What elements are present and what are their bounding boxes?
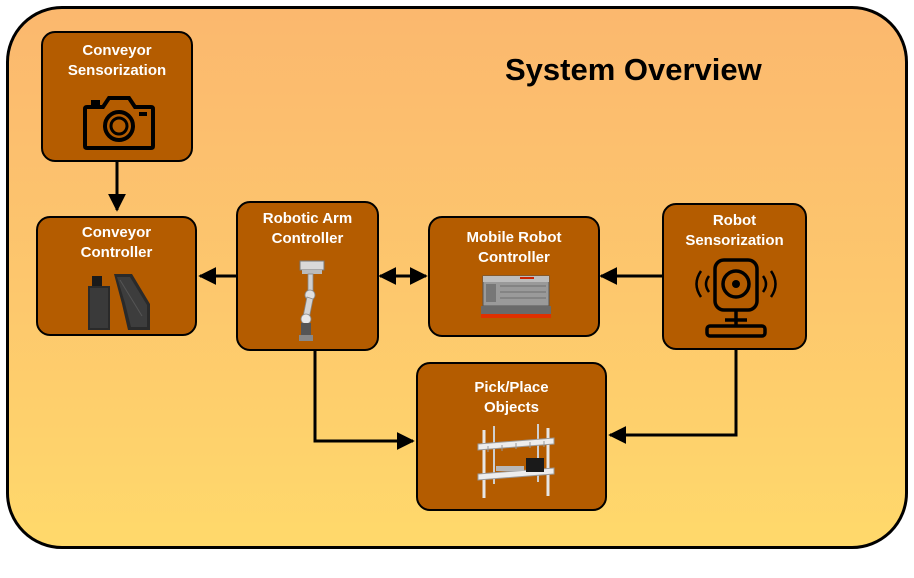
node-label: Pick/Place Objects bbox=[474, 379, 549, 416]
diagram-title: System Overview bbox=[505, 52, 762, 87]
node-mobile-robot-controller: Mobile Robot Controller bbox=[428, 216, 600, 337]
node-robotic-arm-controller: Robotic Arm Controller bbox=[236, 201, 379, 351]
camera-icon bbox=[83, 96, 155, 150]
edge-arm-to-pick-place bbox=[313, 351, 415, 450]
node-conveyor-controller: Conveyor Controller bbox=[36, 216, 197, 336]
robotic-arm-icon bbox=[299, 260, 325, 341]
mobile-robot-icon bbox=[481, 275, 551, 318]
conveyor-belt-icon bbox=[88, 274, 150, 330]
node-label: Mobile Robot Controller bbox=[466, 229, 562, 266]
node-pick-place-objects: Pick/Place Objects bbox=[416, 362, 607, 511]
edge-robot-sensorization-to-pick-place bbox=[608, 350, 738, 444]
node-label: Robot Sensorization bbox=[685, 212, 784, 249]
node-conveyor-sensorization: Conveyor Sensorization bbox=[41, 31, 193, 162]
node-label: Conveyor Controller bbox=[80, 224, 153, 261]
shelf-rack-icon bbox=[477, 424, 555, 498]
node-label: Robotic Arm Controller bbox=[262, 210, 353, 247]
node-robot-sensorization: Robot Sensorization bbox=[662, 203, 807, 350]
webcam-icon bbox=[695, 258, 777, 338]
node-label: Conveyor Sensorization bbox=[67, 42, 167, 79]
